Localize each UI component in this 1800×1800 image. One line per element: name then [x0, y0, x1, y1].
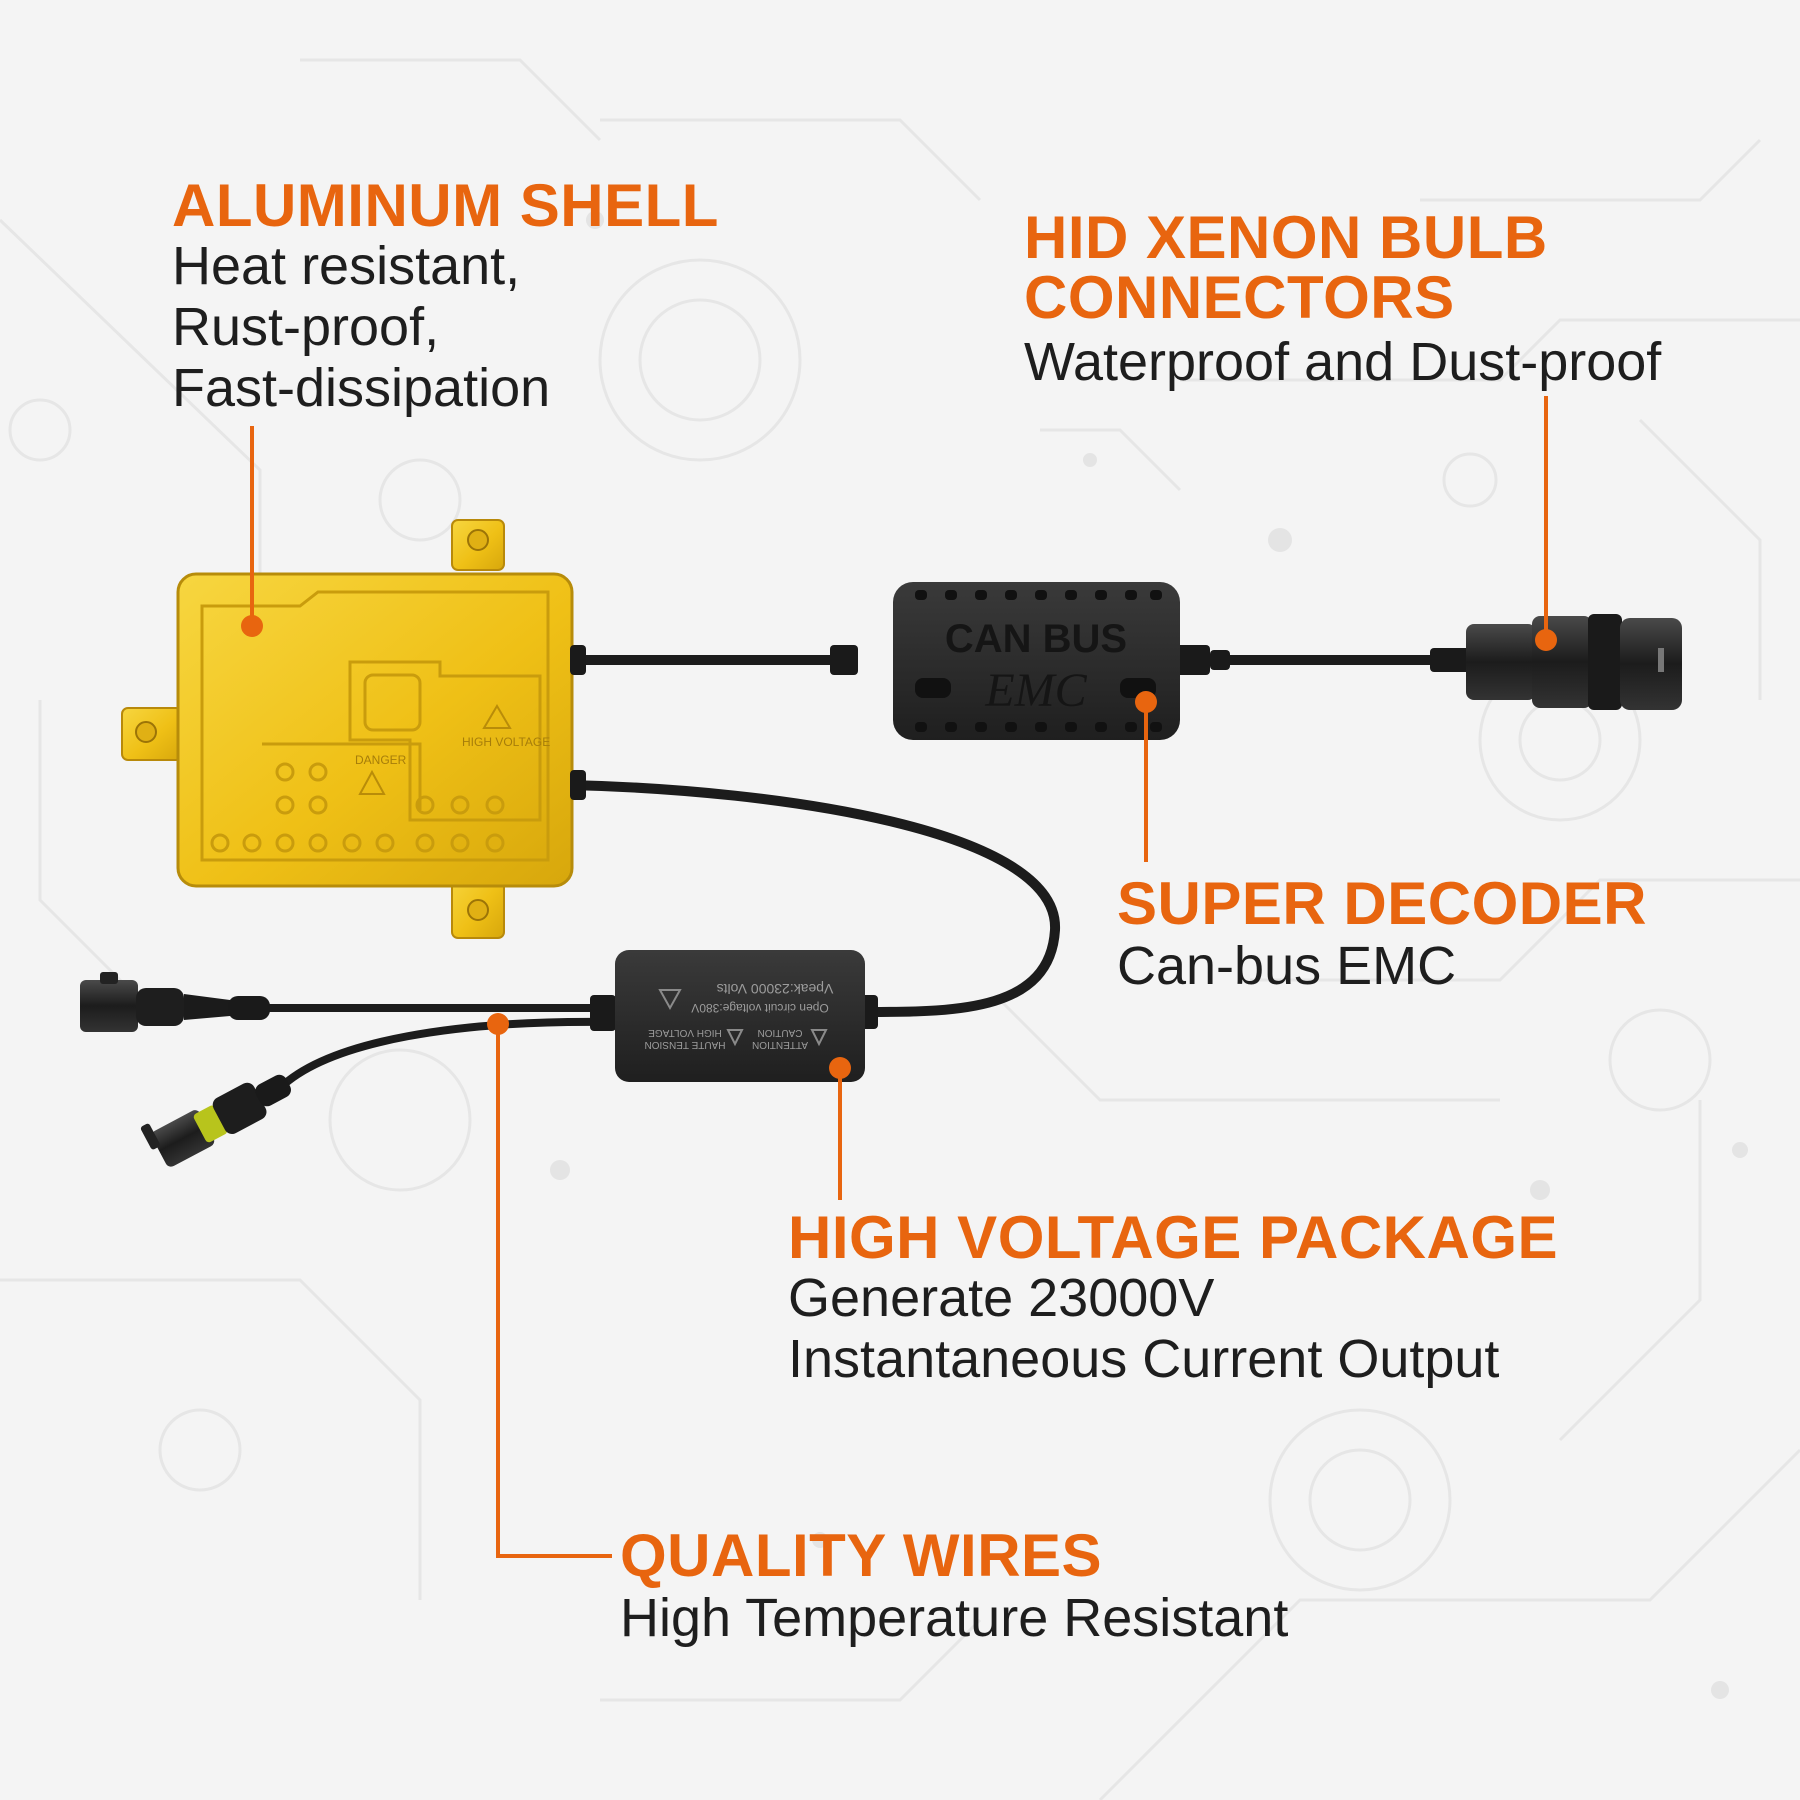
- callout-title: ALUMINUM SHELL: [172, 172, 719, 239]
- power-plug-bottom: [140, 1074, 291, 1167]
- callout-line: Waterproof and Dust-proof: [1024, 332, 1662, 392]
- decoder-canbus-label: CAN BUS: [945, 617, 1127, 661]
- leader-quality-wires: [496, 1024, 612, 1558]
- callout-line: High Temperature Resistant: [620, 1588, 1289, 1648]
- leader-dot-shell: [241, 615, 263, 637]
- callout-line: Fast-dissipation: [172, 358, 551, 418]
- callout-line: Instantaneous Current Output: [788, 1329, 1500, 1389]
- igniter-warning-left: HIGH VOLTAGE: [648, 1027, 722, 1038]
- decoder-module: [893, 582, 1180, 740]
- wire-power-2: [276, 1017, 614, 1092]
- igniter-warning-left-2: HAUTE TENSION: [645, 1039, 726, 1050]
- callout-line: Can-bus EMC: [1117, 936, 1457, 996]
- callout-high-voltage: HIGH VOLTAGE PACKAGE Generate 23000V Ins…: [788, 1208, 1558, 1390]
- decoder-emc-label: EMC: [984, 664, 1087, 717]
- power-plug-top: [80, 972, 270, 1032]
- igniter-warning-right: CAUTION: [758, 1027, 803, 1038]
- callout-title: SUPER DECODER: [1117, 870, 1647, 937]
- ballast-danger-label: DANGER: [355, 753, 407, 767]
- callout-super-decoder: SUPER DECODER Can-bus EMC: [1117, 874, 1647, 997]
- callout-line: Generate 23000V: [788, 1268, 1215, 1328]
- igniter-vpeak-label: Vpeak:23000 Volts: [717, 981, 834, 997]
- leader-dot-decoder: [1135, 691, 1157, 713]
- leader-dot-bulb: [1535, 629, 1557, 651]
- bulb-connector: [1430, 614, 1682, 710]
- igniter-warning-right-2: ATTENTION: [752, 1039, 808, 1050]
- callout-title: CONNECTORS: [1024, 264, 1455, 331]
- callout-quality-wires: QUALITY WIRES High Temperature Resistant: [620, 1526, 1288, 1649]
- leader-dot-hv: [829, 1057, 851, 1079]
- callout-line: Rust-proof,: [172, 297, 440, 357]
- callout-aluminum-shell: ALUMINUM SHELL Heat resistant, Rust-proo…: [172, 176, 719, 419]
- leader-dot-wires: [487, 1013, 509, 1035]
- callout-title: HIGH VOLTAGE PACKAGE: [788, 1204, 1559, 1271]
- callout-title: QUALITY WIRES: [620, 1522, 1103, 1589]
- igniter-ocv-label: Open circuit voltage:380V: [691, 1001, 828, 1015]
- wire-ballast-igniter: [565, 780, 1061, 1017]
- ballast-high-voltage-label: HIGH VOLTAGE: [462, 735, 550, 749]
- callout-line: Heat resistant,: [172, 236, 521, 296]
- igniter-module: [615, 950, 865, 1082]
- callout-title: HID XENON BULB: [1024, 204, 1548, 271]
- callout-bulb-connectors: HID XENON BULB CONNECTORS Waterproof and…: [1024, 208, 1661, 393]
